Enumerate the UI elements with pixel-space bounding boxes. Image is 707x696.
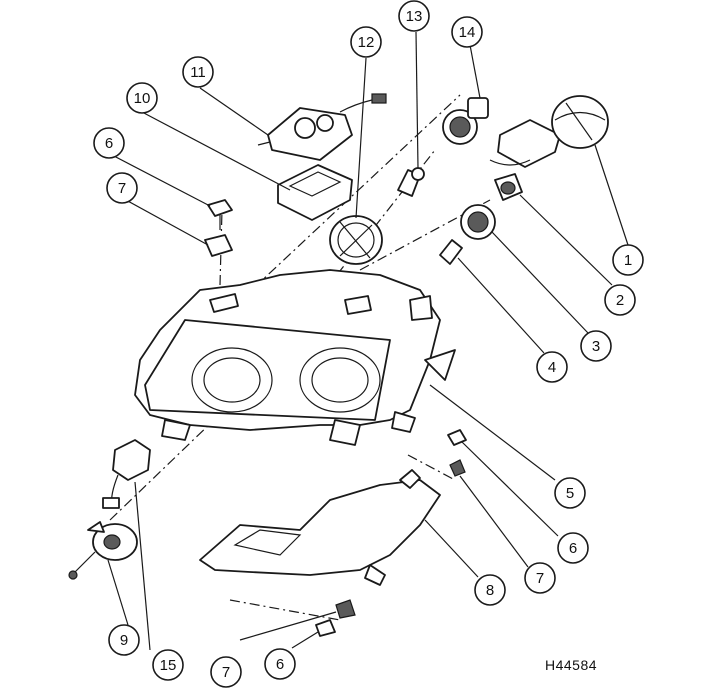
svg-text:7: 7 xyxy=(222,664,230,681)
bracket-8 xyxy=(199,469,441,586)
connector-15 xyxy=(102,439,151,509)
svg-text:7: 7 xyxy=(536,570,544,587)
clip-7-upper xyxy=(204,234,233,257)
callout-14: 14 xyxy=(451,16,483,48)
callout-13: 13 xyxy=(398,0,430,32)
svg-text:9: 9 xyxy=(120,632,128,649)
callout-7-bottom: 7 xyxy=(210,656,242,688)
igniter-11 xyxy=(257,93,387,161)
clip-7-right xyxy=(449,459,466,477)
ballast xyxy=(489,119,561,168)
bulb-cap-12 xyxy=(329,215,383,265)
callout-3: 3 xyxy=(580,330,612,362)
screw-6-bottom xyxy=(315,619,336,637)
callout-6-right: 6 xyxy=(557,532,589,564)
svg-text:11: 11 xyxy=(190,64,206,81)
svg-text:12: 12 xyxy=(358,34,375,51)
seal-ring-3 xyxy=(460,204,496,240)
screw-6-right xyxy=(447,429,467,446)
callout-6-upper: 6 xyxy=(93,127,125,159)
svg-text:14: 14 xyxy=(459,24,476,41)
callout-9: 9 xyxy=(108,624,140,656)
svg-text:1: 1 xyxy=(624,252,632,269)
callout-15: 15 xyxy=(152,649,184,681)
dome-cap-1 xyxy=(551,95,609,149)
bulb-holder-2 xyxy=(494,173,523,201)
socket-14 xyxy=(442,97,489,145)
svg-text:2: 2 xyxy=(616,292,624,309)
actuator-motor-9 xyxy=(68,521,138,580)
clip-7-bottom xyxy=(335,599,356,619)
svg-text:5: 5 xyxy=(566,485,574,502)
callout-7-right: 7 xyxy=(524,562,556,594)
callout-7-upper: 7 xyxy=(106,172,138,204)
svg-text:13: 13 xyxy=(406,8,423,25)
bulb-13 xyxy=(397,167,425,197)
headlamp-housing-5 xyxy=(134,269,456,446)
svg-text:6: 6 xyxy=(569,540,577,557)
svg-text:10: 10 xyxy=(134,90,151,107)
callout-2: 2 xyxy=(604,284,636,316)
leader-lines xyxy=(107,31,629,651)
svg-text:8: 8 xyxy=(486,582,494,599)
callout-5: 5 xyxy=(554,477,586,509)
figure-reference-code: H44584 xyxy=(545,657,598,673)
svg-text:6: 6 xyxy=(276,656,284,673)
svg-text:15: 15 xyxy=(160,657,177,674)
callout-11: 11 xyxy=(182,56,214,88)
callout-10: 10 xyxy=(126,82,158,114)
svg-text:7: 7 xyxy=(118,180,126,197)
screw-6-upper xyxy=(207,199,233,230)
svg-text:3: 3 xyxy=(592,338,600,355)
control-unit-10 xyxy=(277,164,353,221)
svg-text:4: 4 xyxy=(548,359,556,376)
callout-4: 4 xyxy=(536,351,568,383)
svg-text:6: 6 xyxy=(105,135,113,152)
callout-6-bottom: 6 xyxy=(264,648,296,680)
callout-8: 8 xyxy=(474,574,506,606)
callout-1: 1 xyxy=(612,244,644,276)
callout-12: 12 xyxy=(350,26,382,58)
small-bulb-4 xyxy=(439,239,463,265)
